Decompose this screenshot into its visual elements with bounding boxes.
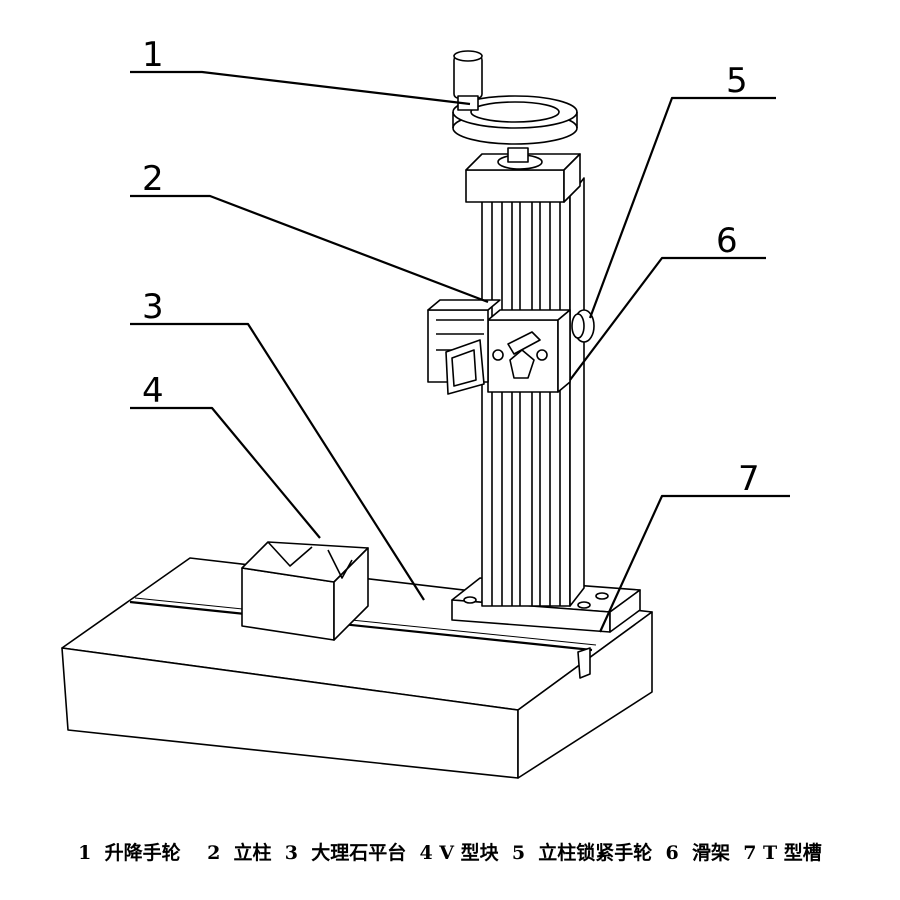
leader-lines (130, 70, 790, 633)
v-block (241, 541, 369, 641)
lifting-handwheel (452, 50, 578, 145)
callout-2: 2 (142, 159, 164, 199)
slide-carriage (427, 299, 571, 395)
callout-5: 5 (726, 61, 748, 101)
column-lock-wheel (571, 309, 595, 343)
callout-3: 3 (142, 287, 164, 327)
callout-4: 4 (142, 371, 164, 411)
legend-caption: 1 升降手轮 2 立柱 3 大理石平台 4 V 型块 5 立柱锁紧手轮 6 滑架… (78, 842, 822, 864)
column-top-block (465, 147, 581, 203)
callout-7: 7 (738, 459, 760, 499)
callout-1: 1 (142, 35, 164, 75)
callout-6: 6 (716, 221, 738, 261)
column (481, 177, 585, 607)
